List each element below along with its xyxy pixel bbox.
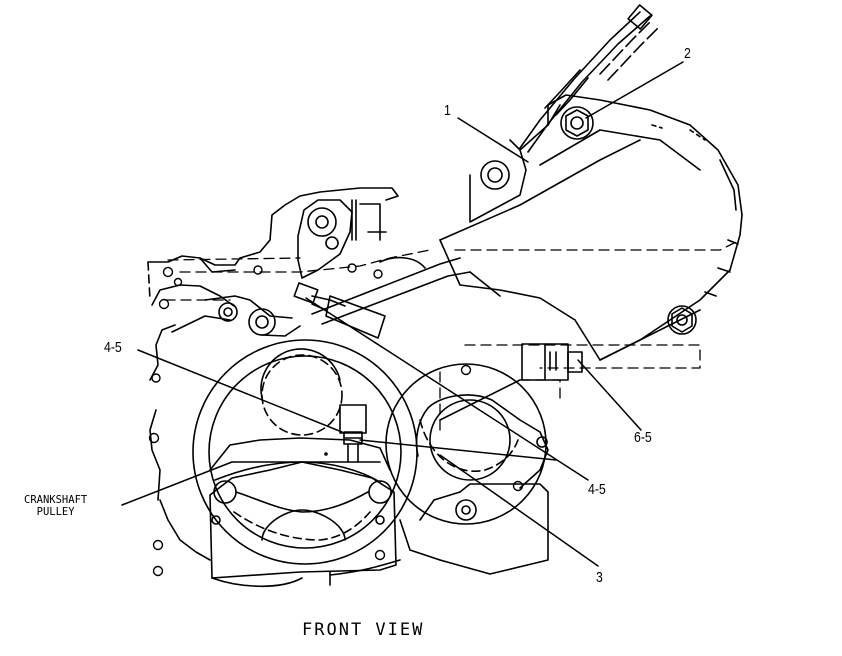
leader-4-5-right [305,297,589,481]
crankshaft-housing [192,339,418,565]
engine-block-outline [147,187,399,561]
leader-3 [439,454,599,567]
crankshaft-label-line2: PULLEY [36,506,75,519]
crankshaft-pulley-label: CRANKSHAFT PULLEY [24,494,87,518]
block-holes [148,263,524,577]
upper-right-bracket [439,94,743,361]
callout-4-5-right: 4-5 [588,481,606,498]
callout-3: 3 [596,569,603,586]
leader-crankshaft [121,461,233,506]
callout-1: 1 [444,102,451,119]
timing-sensor [339,404,367,463]
leader-lines [121,61,684,567]
callout-2: 2 [684,45,691,62]
callout-6-5: 6-5 [634,429,652,446]
pulley-cover [209,452,397,588]
leader-4-5-left [137,349,343,433]
leader-2 [585,61,684,119]
right-sensor [439,343,583,421]
harness-tube [519,4,661,153]
crankshaft-label-line1: CRANKSHAFT [24,494,88,506]
upper-bracket [204,199,426,337]
leader-1 [457,117,529,163]
leader-6-5 [577,359,642,431]
leader-4-5-right-b [359,439,557,461]
right-gear-housing [329,363,549,576]
callout-4-5-left: 4-5 [104,339,122,356]
view-title: FRONT VIEW [302,620,425,640]
